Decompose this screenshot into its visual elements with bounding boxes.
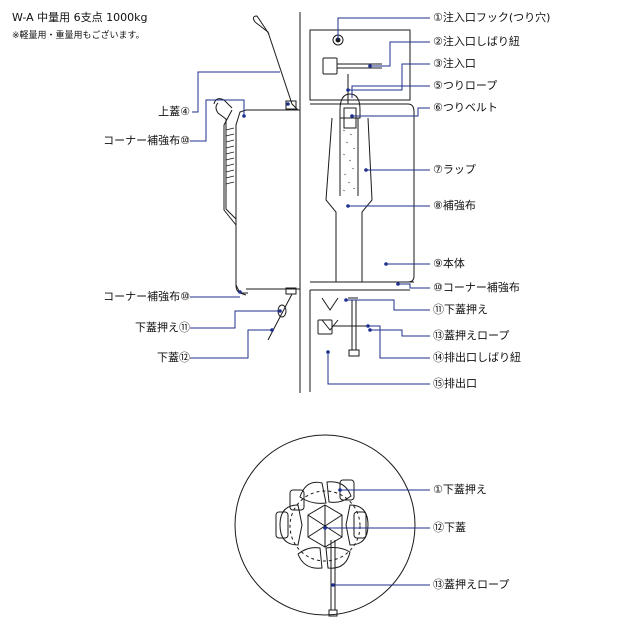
upper-lid-seam (285, 100, 297, 110)
leader-press-rope (370, 329, 430, 337)
label-detail-press: ①下蓋押え (433, 483, 487, 496)
label-upper-lid: 上蓋④ (158, 105, 190, 118)
leader-fill-tie (370, 41, 430, 67)
leader-upper-lid (192, 71, 280, 113)
petal-tab-1 (289, 489, 305, 511)
lift-belt-top (343, 107, 357, 129)
petal-1 (299, 481, 327, 504)
folded-body-inner (223, 109, 237, 226)
leader-outlet (327, 352, 430, 385)
petal-4 (325, 547, 351, 569)
lower-lid-seam (285, 287, 297, 295)
label-reinforce: ⑧補強布 (433, 199, 476, 212)
leader-lower-lid-press (190, 310, 280, 329)
detail-view (234, 434, 416, 617)
lift-rope-loop (339, 93, 361, 119)
label-corner-top: コーナー補強布⑩ (103, 134, 190, 147)
right-leader-dots (326, 64, 400, 354)
label-lower-lid: 下蓋⑫ (157, 351, 190, 364)
reinforce-right (361, 117, 373, 282)
outlet-tie-box (317, 319, 333, 335)
side-view (213, 12, 301, 393)
label-lift-rope: ⑤つりロープ (433, 79, 498, 92)
right-leaders (327, 17, 430, 385)
label-corner: ⑩コーナー補強布 (433, 281, 520, 294)
leader-corner-top (190, 99, 245, 142)
petal-3 (345, 504, 369, 546)
label-fill-hook: ①注入口フック(つり穴) (433, 11, 551, 24)
lower-press-fin-2 (321, 319, 339, 331)
leader-lower-lid (190, 329, 272, 359)
fill-inlet-tie-box (322, 57, 338, 75)
leader-fill-hook (337, 17, 430, 40)
detail-press-rope-end (328, 609, 338, 617)
belt-stipple (342, 129, 356, 192)
label-lower-lid-press: 下蓋押え⑪ (135, 321, 190, 334)
upper-lid-hook (252, 15, 270, 35)
left-leader-dots (238, 102, 290, 332)
diagram-title: W-A 中量用 6支点 1000kg (12, 11, 148, 24)
leader-lower-press (346, 299, 430, 311)
label-press-rope: ⑬蓋押えロープ (433, 329, 510, 342)
diagram-note: ※軽量用・重量用もございます。 (12, 31, 145, 41)
label-fill-tie: ②注入口しばり紐 (433, 35, 520, 48)
reinforce-left (325, 117, 337, 282)
petal-2 (326, 481, 352, 503)
detail-dashed-circle (289, 490, 361, 562)
leader-outlet-tie (368, 325, 430, 359)
petal-tab-3 (353, 511, 367, 539)
petal-5 (297, 547, 323, 569)
label-outlet-tie: ⑭排出口しばり紐 (433, 351, 521, 364)
hex-spoke-3 (307, 514, 343, 538)
label-body: ⑨本体 (433, 257, 465, 270)
leader-fill-inlet (348, 63, 430, 91)
folded-body-outer (235, 109, 247, 296)
detail-leaders (325, 489, 430, 586)
petal-6 (279, 504, 303, 546)
leader-lift-belt (352, 107, 430, 117)
label-detail-rope: ⑬蓋押えロープ (433, 578, 510, 591)
lower-lid-flap (267, 293, 293, 341)
leader-corner (398, 283, 430, 289)
press-rope-end (348, 349, 360, 357)
leader-lift-rope (351, 85, 430, 98)
petal-tab-6 (275, 511, 289, 539)
label-lift-belt: ⑥つりベルト (433, 101, 498, 114)
left-leaders (190, 71, 280, 359)
front-view (309, 29, 415, 392)
label-corner-bottom: コーナー補強布⑩ (103, 290, 190, 303)
label-outlet: ⑮排出口 (433, 377, 477, 390)
stitch-hatch (225, 127, 235, 185)
label-fill-inlet: ③注入口 (433, 57, 476, 70)
detail-leader-dots (323, 488, 342, 587)
lower-press-fin (321, 297, 339, 311)
detail-outer-circle (234, 434, 416, 616)
folded-body-fold (215, 102, 237, 220)
label-detail-lid: ⑫下蓋 (433, 521, 466, 534)
bottom-corner (235, 284, 248, 294)
label-lower-press: ⑪下蓋押え (433, 303, 488, 316)
label-wrap: ⑦ラップ (433, 163, 476, 176)
upper-lid-flap (254, 21, 299, 111)
spout-panel (309, 29, 411, 101)
